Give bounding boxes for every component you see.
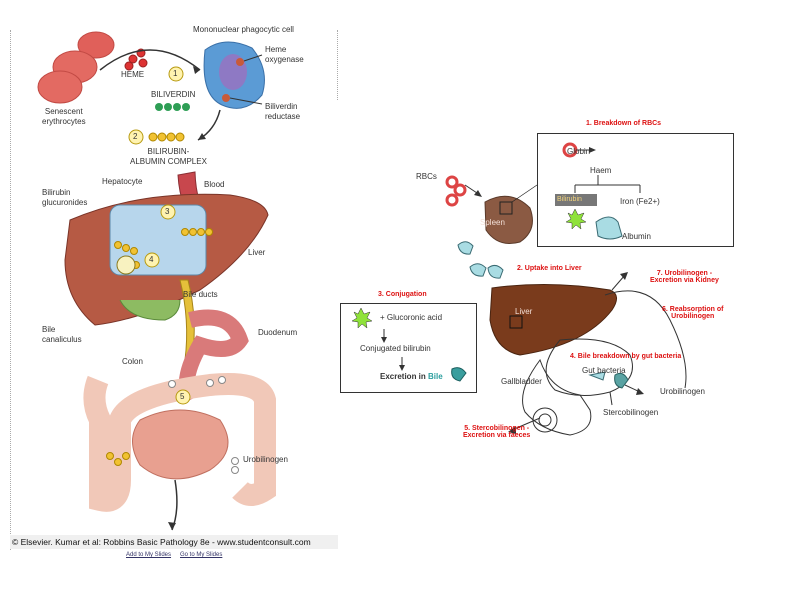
left-frame-line — [10, 30, 11, 550]
bilirubin-star-icon — [565, 208, 587, 230]
step1-title: 1. Breakdown of RBCs — [586, 120, 662, 127]
right-diagram-graphics — [445, 142, 687, 436]
step-2-number: 2 — [133, 132, 138, 141]
iron-label: Iron (Fe2+) — [620, 197, 660, 206]
step5-title: 5. Stercobilinogen - Excretion via faece… — [463, 425, 531, 439]
haem-label: Haem — [590, 166, 612, 175]
step-3-number: 3 — [165, 207, 170, 216]
right-liver-shape — [489, 283, 617, 356]
step-1-number: 1 — [173, 69, 178, 78]
conjugation-graphics — [351, 307, 467, 382]
bile-ducts-label: Bile ducts — [183, 290, 218, 299]
gut-bacteria-label: Gut bacteria — [582, 366, 626, 375]
bilirubin-glucuronides-label: Bilirubin glucuronides — [42, 188, 88, 207]
bilirubin-label: Bilirubin — [557, 196, 582, 203]
gallbladder-shape — [119, 299, 181, 321]
urobilinogen-right-label: Urobilinogen — [660, 387, 705, 396]
colon-label: Colon — [122, 357, 143, 366]
right-liver-label: Liver — [515, 307, 533, 316]
step4-title: 4. Bile breakdown by gut bacteria — [570, 353, 682, 360]
spleen-label: Spleen — [480, 218, 505, 227]
globin-label: Globin — [567, 147, 591, 156]
go-to-slides-link[interactable]: Go to My Slides — [180, 552, 223, 558]
step3-title: 3. Conjugation — [378, 291, 427, 298]
spleen-shape — [484, 195, 533, 244]
copyright-text: © Elsevier. Kumar et al: Robbins Basic P… — [12, 537, 311, 547]
bile-drop-icon — [451, 367, 467, 382]
step-5-number: 5 — [180, 392, 185, 401]
step-4-number: 4 — [149, 255, 154, 264]
blood-label: Blood — [204, 180, 225, 189]
step7-title: 7. Urobilinogen - Excretion via Kidney — [650, 270, 719, 284]
step6-title: 6. Reabsorption of Urobilinogen — [662, 306, 724, 320]
bile-word: Bile — [428, 372, 443, 381]
stercobilinogen-label: Stercobilinogen — [603, 408, 659, 417]
hepatocyte-label: Hepatocyte — [102, 177, 143, 186]
bile-canaliculus-label: Bile canaliculus — [42, 325, 82, 344]
duodenum-shape — [178, 309, 249, 404]
heme-arrow — [99, 49, 201, 71]
albumin-label: Albumin — [622, 232, 651, 241]
glucoronic-star-icon — [351, 307, 373, 329]
biliverdin-dots-icon — [155, 103, 190, 111]
colon-shape — [83, 373, 276, 512]
bilirubin-highlight — [555, 194, 597, 206]
albumin-icon — [595, 216, 623, 240]
conjugated-label: Conjugated bilirubin — [360, 344, 431, 353]
excretion-label: Excretion in Bile — [380, 372, 443, 381]
left-diagram-graphics — [10, 31, 338, 549]
heme-label: HEME — [121, 70, 145, 79]
senescent-label: Senescent erythrocytes — [42, 107, 86, 126]
left-frame-line-right — [337, 30, 338, 100]
step2-title: 2. Uptake into Liver — [517, 265, 582, 272]
small-intestine-shape — [132, 409, 229, 480]
duodenum-label: Duodenum — [258, 328, 298, 337]
rbc-breakdown-box — [537, 133, 734, 247]
biliverdin-reductase-label: Biliverdin reductase — [265, 102, 301, 121]
heme-oxygenase-label: Heme oxygenase — [265, 45, 304, 64]
mononuclear-label: Mononuclear phagocytic cell — [193, 25, 294, 34]
liver-label: Liver — [248, 248, 266, 257]
add-to-slides-link[interactable]: Add to My Slides — [126, 552, 172, 558]
senescent-erythrocytes-icon — [37, 31, 115, 104]
bilirubin-albumin-label: BILIRUBIN- ALBUMIN COMPLEX — [130, 147, 207, 166]
phagocytic-cell-icon — [203, 41, 265, 109]
glucoronic-label: + Glucoronic acid — [380, 313, 443, 322]
bilirubin-albumin-dots-icon — [148, 132, 185, 142]
biliverdin-label: BILIVERDIN — [151, 90, 196, 99]
hepatocyte-cell — [109, 204, 207, 276]
rbcs-label: RBCs — [416, 172, 437, 181]
gallbladder-label: Gallbladder — [501, 377, 542, 386]
urobilinogen-left-label: Urobilinogen — [243, 455, 288, 464]
